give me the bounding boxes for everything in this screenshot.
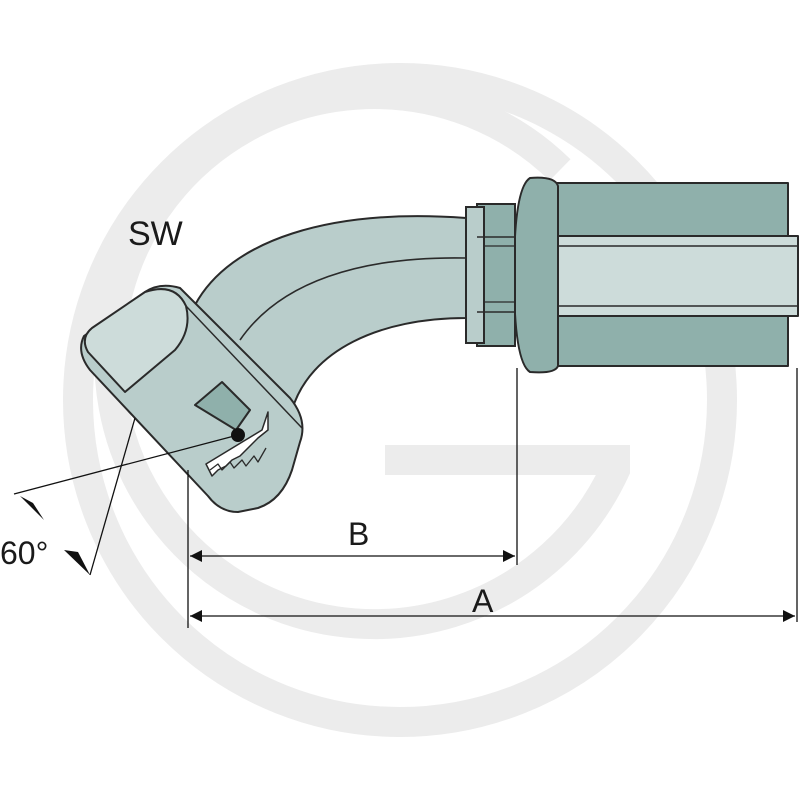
dimension-lines [13,368,798,628]
hose-coupling [513,176,799,374]
angle-arrowheads [20,496,90,575]
wrench-size-label: SW [128,215,183,253]
dimension-b-label: B [348,516,369,552]
angle-label: 60° [0,535,48,571]
swivel-nut [80,284,304,513]
angle-ref-line-2 [89,417,136,576]
angle-ref-line-1 [13,434,239,495]
g-logo-watermark-icon [63,63,737,737]
dimension-a-label: A [472,583,494,619]
hex-collar [465,203,516,347]
